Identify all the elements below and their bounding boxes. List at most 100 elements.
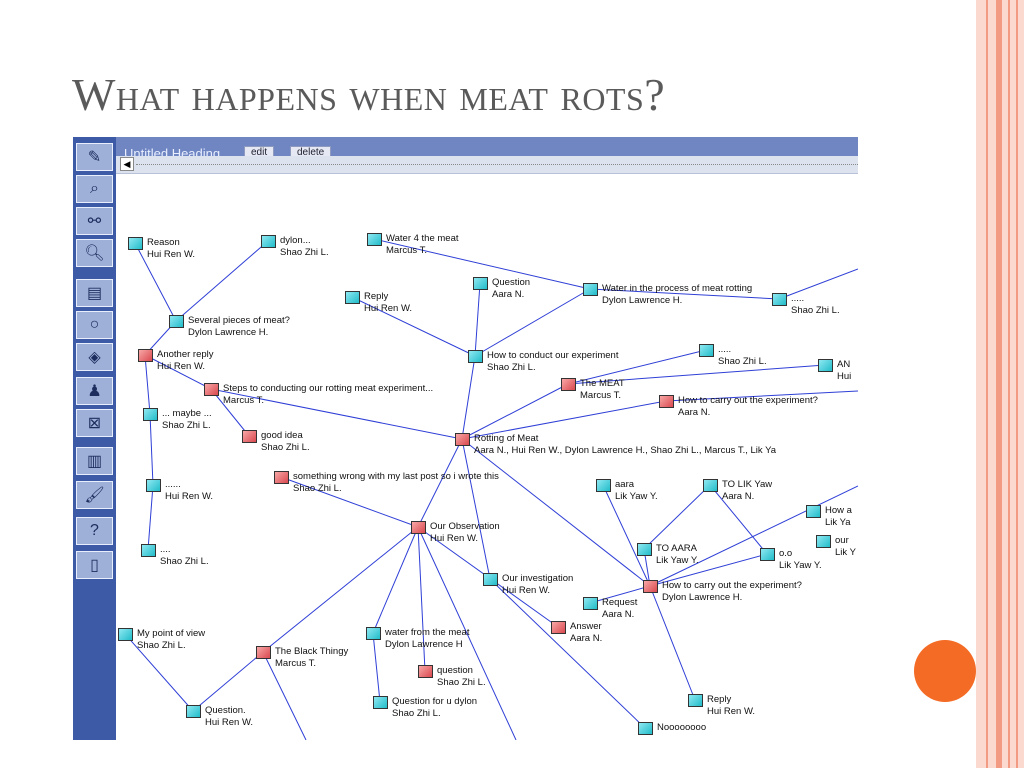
node-author: Marcus T. (386, 245, 428, 256)
edge-water4-waterprocess (373, 238, 591, 290)
edge-blackthingy-offscreen (262, 651, 307, 740)
search-icon[interactable]: ⌕ (76, 175, 113, 203)
red-note-icon[interactable] (551, 621, 566, 634)
teal-note-icon[interactable] (596, 479, 611, 492)
teal-note-icon[interactable] (367, 233, 382, 246)
edge-steps-rotting (210, 388, 463, 440)
red-note-icon[interactable] (561, 378, 576, 391)
node-title: Water in the process of meat rotting (602, 283, 753, 294)
edit-button[interactable]: edit (244, 146, 275, 156)
node-author: Aara N. (602, 609, 635, 620)
brush-icon[interactable]: 🖌︎ (76, 481, 113, 509)
edge-waterprocess-howconduct (474, 288, 591, 357)
teal-note-icon[interactable] (483, 573, 498, 586)
edge-howcarry2-offscreen (649, 485, 858, 587)
magnifier-icon[interactable]: 🔍︎ (76, 239, 113, 267)
node-author: Lik Yaw Y. (656, 555, 699, 566)
decorative-stripes (976, 0, 1024, 768)
chart-icon[interactable]: ▥ (76, 447, 113, 475)
node-title: TO AARA (656, 543, 698, 554)
red-note-icon[interactable] (643, 580, 658, 593)
red-note-icon[interactable] (418, 665, 433, 678)
people-icon[interactable]: ♟ (76, 377, 113, 405)
node-title: dylon... (280, 235, 311, 246)
node-author: Shao Zhi L. (160, 556, 209, 567)
teal-note-icon[interactable] (772, 293, 787, 306)
red-note-icon[interactable] (242, 430, 257, 443)
teal-note-icon[interactable] (583, 283, 598, 296)
node-author: Shao Zhi L. (392, 708, 441, 719)
teal-note-icon[interactable] (128, 237, 143, 250)
pencil-icon[interactable]: ✎ (76, 143, 113, 171)
teal-note-icon[interactable] (816, 535, 831, 548)
node-title: TO LIK Yaw (722, 479, 773, 490)
node-author: Hui Ren W. (157, 361, 206, 372)
teal-note-icon[interactable] (143, 408, 158, 421)
red-note-icon[interactable] (256, 646, 271, 659)
red-note-icon[interactable] (659, 395, 674, 408)
edge-ourinv-noooo (489, 578, 646, 729)
heading-title: Untitled Heading (124, 146, 221, 156)
board-icon[interactable]: ⊠ (76, 409, 113, 437)
red-note-icon[interactable] (138, 349, 153, 362)
teal-note-icon[interactable] (146, 479, 161, 492)
teal-note-icon[interactable] (169, 315, 184, 328)
teal-note-icon[interactable] (186, 705, 201, 718)
teal-note-icon[interactable] (818, 359, 833, 372)
red-note-icon[interactable] (455, 433, 470, 446)
teal-note-icon[interactable] (583, 597, 598, 610)
teal-note-icon[interactable] (345, 291, 360, 304)
edge-waterfrom-qdylon (372, 632, 381, 703)
teal-note-icon[interactable] (473, 277, 488, 290)
node-author: Marcus T. (580, 390, 622, 401)
help-icon[interactable]: ? (76, 517, 113, 545)
red-note-icon[interactable] (274, 471, 289, 484)
teal-note-icon[interactable] (638, 722, 653, 735)
scroll-left-icon[interactable]: ◀ (120, 157, 134, 171)
teal-note-icon[interactable] (141, 544, 156, 557)
node-title: .... (160, 544, 171, 555)
red-note-icon[interactable] (411, 521, 426, 534)
delete-button[interactable]: delete (290, 146, 332, 156)
teal-note-icon[interactable] (688, 694, 703, 707)
edge-themeat-an (567, 364, 826, 385)
teal-note-icon[interactable] (637, 543, 652, 556)
node-author: Lik Yaw Y. (779, 560, 822, 571)
tag-icon[interactable]: ◈ (76, 343, 113, 371)
edge-ourobs-question2 (417, 526, 426, 672)
node-author: Hui Ren W. (707, 706, 756, 717)
folder-icon[interactable]: ▤ (76, 279, 113, 307)
node-title: question (437, 665, 473, 676)
node-author: Aara N. (722, 491, 755, 502)
link-icon[interactable]: ⚯ (76, 207, 113, 235)
node-title: How to conduct our experiment (487, 350, 619, 361)
horizontal-scrollbar[interactable]: ◀ (116, 156, 858, 174)
edge-ourobs-offscreen (417, 526, 517, 740)
teal-note-icon[interactable] (760, 548, 775, 561)
red-note-icon[interactable] (204, 383, 219, 396)
node-title: Question for u dylon (392, 696, 478, 707)
node-title: How to carry out the experiment? (678, 395, 818, 406)
node-title: aara (615, 479, 635, 490)
node-title: How a (825, 505, 852, 516)
node-author: Shao Zhi L. (487, 362, 536, 373)
teal-note-icon[interactable] (703, 479, 718, 492)
door-icon[interactable]: ▯ (76, 551, 113, 579)
node-author: Shao Zhi L. (280, 247, 329, 258)
teal-note-icon[interactable] (373, 696, 388, 709)
node-title: our (835, 535, 849, 546)
node-title: Several pieces of meat? (188, 315, 290, 326)
node-title: How to carry out the experiment? (662, 580, 802, 591)
teal-note-icon[interactable] (118, 628, 133, 641)
teal-note-icon[interactable] (699, 344, 714, 357)
teal-note-icon[interactable] (261, 235, 276, 248)
edge-rotting-ourinv (461, 438, 491, 580)
teal-note-icon[interactable] (468, 350, 483, 363)
edge-howcarry1-offscreen (665, 390, 858, 402)
zoom-icon[interactable]: ○ (76, 311, 113, 339)
teal-note-icon[interactable] (806, 505, 821, 518)
node-author: Shao Zhi L. (261, 442, 310, 453)
teal-note-icon[interactable] (366, 627, 381, 640)
edge-aara-howcarry2 (602, 484, 651, 587)
